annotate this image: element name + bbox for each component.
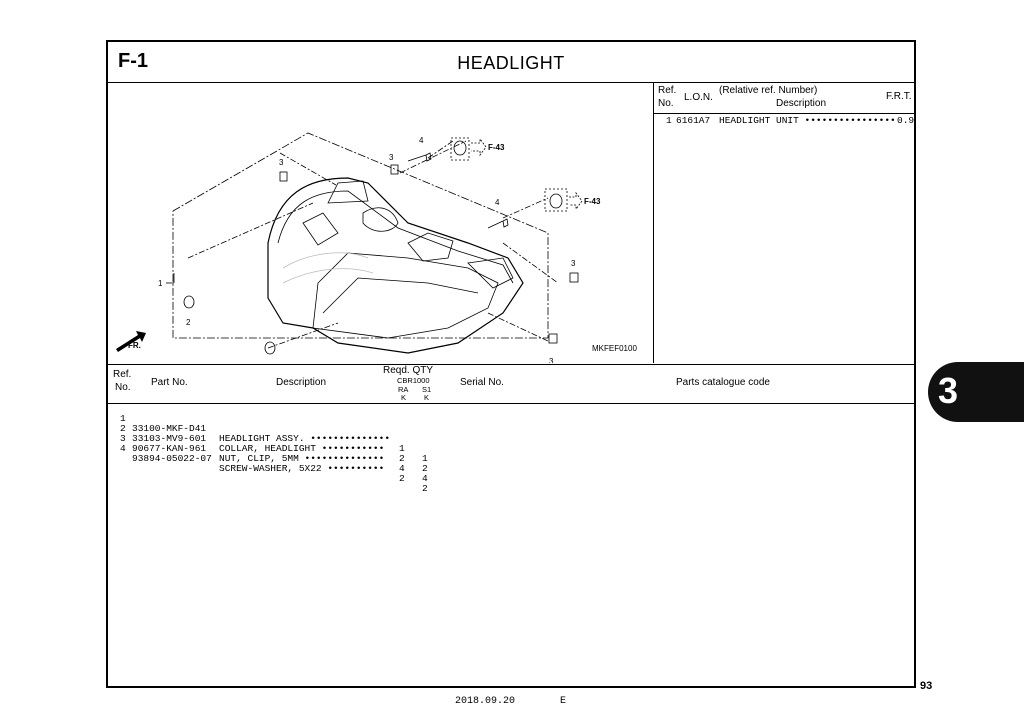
callout-3c: 3 bbox=[571, 259, 576, 268]
row-qty-ra: 1 bbox=[399, 443, 405, 454]
parts-header-no: No. bbox=[115, 382, 131, 393]
row-qty-s1: 4 bbox=[422, 473, 428, 484]
table-row: 2 33103-MV9-601 COLLAR, HEADLIGHT ••••••… bbox=[108, 414, 428, 474]
exploded-diagram: 1 2 2 3 3 3 3 4 4 F-43 F-43 FR. MKFEF010… bbox=[108, 83, 654, 375]
parts-table-header: Ref. No. Part No. Description Reqd. QTY … bbox=[108, 364, 914, 404]
parts-header-part-no: Part No. bbox=[151, 377, 188, 388]
callout-1: 1 bbox=[158, 279, 163, 288]
ref-header-lon: L.O.N. bbox=[684, 92, 713, 103]
ref-header-frt: F.R.T. bbox=[886, 91, 912, 102]
ref-header-ref: Ref. bbox=[658, 85, 677, 96]
section-tab-number: 3 bbox=[938, 370, 959, 411]
ref-f43-a: F-43 bbox=[488, 143, 505, 152]
page-title: HEADLIGHT bbox=[457, 53, 565, 73]
collar-bottom bbox=[264, 341, 276, 355]
row-description: SCREW-WASHER, 5X22 •••••••••• bbox=[219, 463, 385, 474]
callout-3a: 3 bbox=[279, 158, 284, 167]
row-ref: 2 bbox=[120, 423, 126, 434]
ref-f43-b: F-43 bbox=[584, 197, 601, 206]
parts-header-description: Description bbox=[276, 377, 327, 388]
bulb-socket bbox=[302, 212, 339, 246]
drawing-code: MKFEF0100 bbox=[592, 344, 637, 353]
table-row: 3 90677-KAN-961 NUT, CLIP, 5MM •••••••••… bbox=[108, 424, 428, 484]
mount-bracket-right bbox=[467, 257, 514, 289]
row-qty-s1: 2 bbox=[422, 463, 428, 474]
row-part-no: 90677-KAN-961 bbox=[132, 443, 207, 454]
collar-left bbox=[183, 295, 195, 309]
screw-top bbox=[407, 152, 432, 162]
page-number: 93 bbox=[920, 680, 933, 692]
clip-nut-c bbox=[569, 272, 579, 283]
parts-header-k1: K bbox=[401, 393, 407, 402]
table-row: 1 33100-MKF-D41 HEADLIGHT ASSY. ••••••••… bbox=[108, 404, 428, 464]
mount-bracket-top bbox=[327, 180, 369, 204]
clip-nut-b bbox=[390, 164, 399, 175]
callout-2a: 2 bbox=[186, 318, 191, 327]
row-qty-s1: 2 bbox=[422, 483, 428, 494]
front-label: FR. bbox=[128, 341, 141, 350]
callout-4a: 4 bbox=[419, 136, 424, 145]
row-qty-s1: 1 bbox=[422, 453, 428, 464]
ref-row-frt: 0.9 bbox=[897, 115, 915, 126]
headlight-housing bbox=[267, 177, 524, 354]
parts-header-model: CBR1000 bbox=[397, 376, 430, 385]
parts-header-catalogue: Parts catalogue code bbox=[676, 377, 770, 388]
adjuster bbox=[362, 207, 399, 232]
ref-header-description: Description bbox=[776, 98, 827, 109]
clip-nut-d bbox=[548, 333, 558, 344]
section-tab: 3 bbox=[928, 362, 1024, 422]
reference-panel: Ref. No. L.O.N. (Relative ref. Number) D… bbox=[654, 83, 914, 363]
row-part-no: 93894-05022-07 bbox=[132, 453, 212, 464]
housing-inner-line bbox=[277, 190, 514, 284]
row-ref: 1 bbox=[120, 413, 126, 424]
page-frame: F-1 HEADLIGHT bbox=[106, 40, 916, 688]
f43-arrow-mid bbox=[569, 191, 583, 211]
footer-date: 2018.09.20 bbox=[455, 696, 516, 707]
ref-header-relative: (Relative ref. Number) bbox=[719, 85, 818, 96]
parts-header-reqd: Reqd. QTY bbox=[383, 365, 434, 376]
f43-arrow-top bbox=[471, 137, 487, 157]
row-ref: 4 bbox=[120, 443, 126, 454]
ref-row-ref: 1 bbox=[666, 115, 672, 126]
headlight-drawing: 1 2 2 3 3 3 3 4 4 F-43 F-43 FR. MKFEF010… bbox=[116, 132, 637, 375]
row-qty-ra: 2 bbox=[399, 473, 405, 484]
lens-detail bbox=[322, 277, 479, 314]
section-code: F-1 bbox=[118, 50, 148, 72]
assembly-outline bbox=[172, 132, 549, 339]
collar-box-top bbox=[450, 137, 470, 161]
parts-header-ref: Ref. bbox=[113, 369, 132, 380]
collar-top bbox=[453, 140, 467, 156]
row-qty-ra: 2 bbox=[399, 453, 405, 464]
parts-header-k2: K bbox=[424, 393, 430, 402]
front-arrow-icon bbox=[116, 331, 146, 352]
ref-row-lon: 6161A7 bbox=[676, 115, 711, 126]
screw-mid bbox=[487, 218, 509, 229]
mount-bracket-mid bbox=[407, 232, 454, 262]
callout-3d: 3 bbox=[549, 357, 554, 363]
collar-box-mid bbox=[544, 188, 568, 212]
reference-header: Ref. No. L.O.N. (Relative ref. Number) D… bbox=[654, 83, 914, 114]
wing-watermark bbox=[282, 252, 369, 269]
row-part-no: 33103-MV9-601 bbox=[132, 433, 207, 444]
row-description: COLLAR, HEADLIGHT ••••••••••• bbox=[219, 443, 385, 454]
lens-outline bbox=[312, 252, 499, 339]
footer-edition: E bbox=[560, 696, 567, 707]
parts-header-s1: S1 bbox=[422, 385, 432, 394]
ref-header-no: No. bbox=[658, 98, 674, 109]
callout-3b: 3 bbox=[389, 153, 394, 162]
ref-row-description: HEADLIGHT UNIT •••••••••••••••• bbox=[719, 115, 896, 126]
table-row: 4 93894-05022-07 SCREW-WASHER, 5X22 ••••… bbox=[108, 434, 428, 494]
parts-header-serial: Serial No. bbox=[460, 377, 504, 388]
clip-nut-a bbox=[279, 171, 288, 182]
row-ref: 3 bbox=[120, 433, 126, 444]
row-description: NUT, CLIP, 5MM •••••••••••••• bbox=[219, 453, 385, 464]
row-qty-ra: 4 bbox=[399, 463, 405, 474]
parts-header-ra: RA bbox=[398, 385, 409, 394]
row-description: HEADLIGHT ASSY. •••••••••••••• bbox=[219, 433, 391, 444]
title-row: F-1 HEADLIGHT bbox=[108, 42, 914, 83]
callout-4b: 4 bbox=[495, 198, 500, 207]
collar-mid bbox=[549, 193, 563, 209]
row-part-no: 33100-MKF-D41 bbox=[132, 423, 207, 434]
